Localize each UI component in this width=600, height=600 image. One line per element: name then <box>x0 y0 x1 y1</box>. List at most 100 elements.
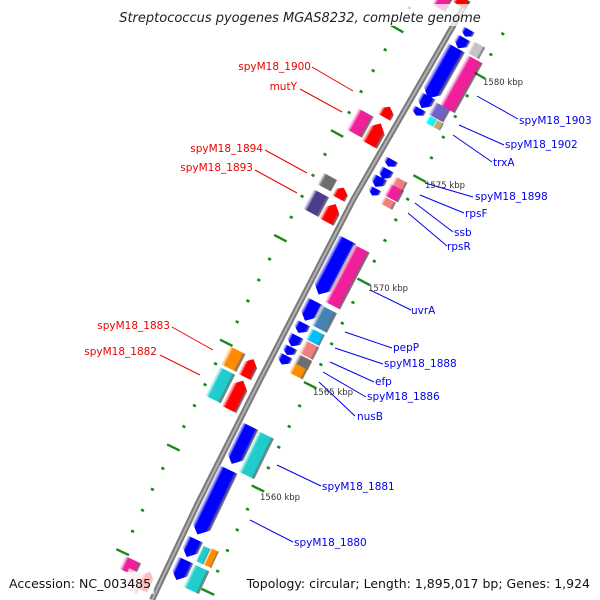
minor-tick <box>225 548 230 553</box>
gene-arrow[interactable] <box>224 422 259 468</box>
gene-arrow[interactable] <box>369 173 388 191</box>
major-tick <box>356 277 371 287</box>
gene-arrow[interactable] <box>415 91 436 112</box>
gene-arrow[interactable] <box>188 465 238 539</box>
gene-box[interactable] <box>439 54 483 114</box>
gene-box[interactable] <box>316 172 338 192</box>
title-backdrop <box>105 4 495 26</box>
gene-label-forward[interactable]: ssb <box>454 227 472 239</box>
major-tick <box>412 174 427 183</box>
leader-line <box>476 95 519 120</box>
gene-arrow[interactable] <box>221 377 250 414</box>
gene-arrow[interactable] <box>237 356 260 381</box>
gene-arrow[interactable] <box>419 42 465 103</box>
gene-box[interactable] <box>346 108 374 138</box>
gene-arrow[interactable] <box>361 119 388 149</box>
minor-tick <box>347 110 352 115</box>
gene-label-forward[interactable]: trxA <box>493 157 515 169</box>
gene-box-shape <box>293 353 313 371</box>
gene-box[interactable] <box>182 563 210 595</box>
leader-line <box>369 289 412 311</box>
gene-label-forward[interactable]: nusB <box>357 411 383 423</box>
gene-label-reverse[interactable]: spyM18_1882 <box>84 346 157 358</box>
gene-box[interactable] <box>118 555 142 577</box>
minor-tick <box>130 529 135 534</box>
gene-label-forward[interactable]: spyM18_1881 <box>322 481 395 493</box>
minor-tick <box>266 465 271 470</box>
gene-box[interactable] <box>298 340 320 360</box>
gene-box[interactable] <box>305 328 325 346</box>
minor-tick <box>500 31 505 36</box>
gene-label-reverse[interactable]: spyM18_1894 <box>190 143 263 155</box>
gene-arrow-shape <box>318 204 340 226</box>
minor-tick <box>310 173 316 178</box>
gene-label-forward[interactable]: pepP <box>393 342 419 354</box>
gene-box[interactable] <box>288 362 308 380</box>
gene-box[interactable] <box>324 244 370 310</box>
gene-label-forward[interactable]: spyM18_1898 <box>475 191 548 203</box>
gene-box-shape <box>305 328 325 346</box>
gene-arrow[interactable] <box>459 26 475 39</box>
gene-box[interactable] <box>302 189 330 217</box>
gene-arrow[interactable] <box>169 556 194 583</box>
gene-arrow-shape <box>383 156 399 167</box>
gene-arrow[interactable] <box>367 185 382 199</box>
leader-line <box>249 519 294 543</box>
minor-tick <box>181 424 186 429</box>
minor-tick <box>371 68 376 73</box>
gene-box[interactable] <box>293 353 313 371</box>
gene-label-forward[interactable]: spyM18_1888 <box>384 358 457 370</box>
minor-tick <box>329 341 334 346</box>
gene-label-reverse[interactable]: spyM18_1893 <box>180 162 253 174</box>
gene-box[interactable] <box>238 430 274 480</box>
gene-arrow[interactable] <box>310 234 357 299</box>
gene-label-reverse[interactable]: spyM18_1900 <box>238 61 311 73</box>
gene-arrow[interactable] <box>376 165 394 182</box>
gene-arrow[interactable] <box>275 352 293 367</box>
major-tick <box>219 338 234 348</box>
gene-label-reverse[interactable]: mutY <box>270 81 298 93</box>
gene-label-forward[interactable]: efp <box>375 376 392 388</box>
gene-box[interactable] <box>310 305 338 333</box>
gene-box[interactable] <box>390 176 408 192</box>
gene-label-forward[interactable]: rpsF <box>465 208 488 220</box>
gene-arrow[interactable] <box>285 332 304 350</box>
gene-box[interactable] <box>383 183 405 203</box>
leader-line <box>452 134 493 163</box>
major-tick <box>115 548 130 557</box>
gene-label-forward[interactable]: spyM18_1902 <box>505 139 578 151</box>
gene-arrow-shape <box>192 465 238 535</box>
minor-tick <box>215 569 220 574</box>
gene-arrow[interactable] <box>331 184 351 202</box>
gene-arrow[interactable] <box>382 156 399 170</box>
gene-box[interactable] <box>432 119 444 131</box>
gene-box[interactable] <box>220 346 246 372</box>
gene-label-forward[interactable]: spyM18_1880 <box>294 537 367 549</box>
gene-arrow[interactable] <box>452 34 471 52</box>
gene-arrow[interactable] <box>281 343 298 358</box>
gene-arrow-shape <box>371 173 388 187</box>
leader-line <box>407 212 448 247</box>
gene-label-forward[interactable]: rpsR <box>447 241 471 253</box>
leader-line <box>322 371 367 398</box>
gene-label-forward[interactable]: uvrA <box>411 305 436 317</box>
gene-arrow[interactable] <box>410 105 427 119</box>
gene-label-forward[interactable]: spyM18_1886 <box>367 391 440 403</box>
gene-box[interactable] <box>466 40 486 60</box>
gene-box[interactable] <box>204 366 236 404</box>
gene-arrow[interactable] <box>179 535 203 560</box>
gene-box[interactable] <box>195 545 211 565</box>
minor-tick <box>318 362 323 367</box>
gene-box[interactable] <box>203 547 219 569</box>
gene-box[interactable] <box>427 101 451 123</box>
gene-arrow[interactable] <box>318 200 343 226</box>
gene-arrow[interactable] <box>292 319 311 337</box>
gene-label-reverse[interactable]: spyM18_1883 <box>97 320 170 332</box>
gene-box-shape <box>379 196 397 210</box>
leader-line <box>458 124 505 146</box>
gene-arrow-shape <box>417 91 436 109</box>
gene-arrow[interactable] <box>377 103 397 121</box>
gene-box[interactable] <box>379 196 397 210</box>
gene-label-forward[interactable]: spyM18_1903 <box>519 115 592 127</box>
